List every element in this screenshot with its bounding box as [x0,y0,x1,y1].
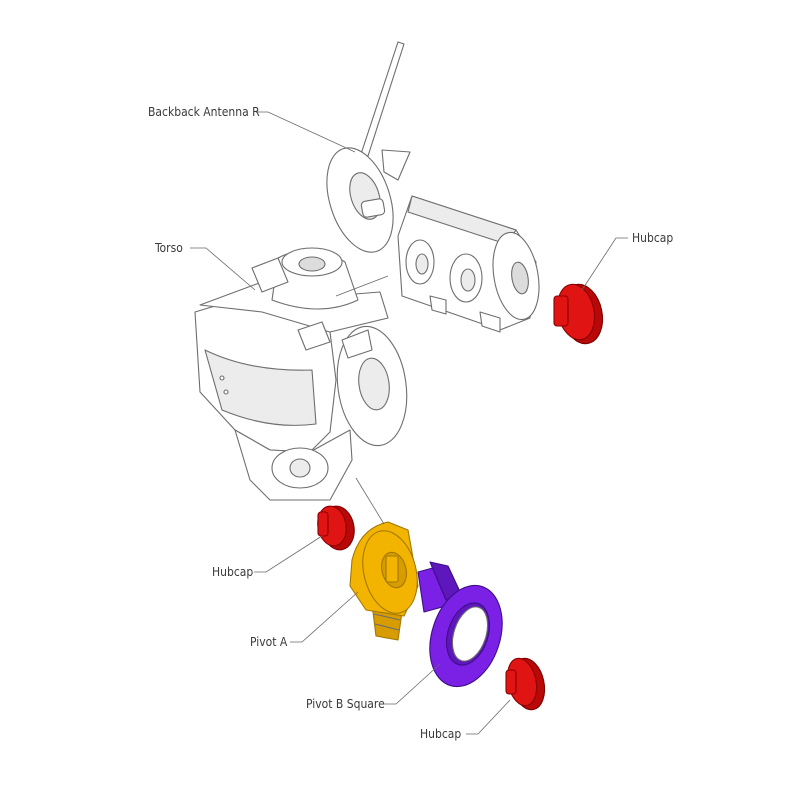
label-hubcap-left: Hubcap [212,565,253,579]
backpack-cylinder-part [397,195,540,333]
label-pivot-b-square: Pivot B Square [306,697,385,711]
label-hubcap-right: Hubcap [632,231,673,245]
label-backpack-antenna: Backback Antenna R [148,105,260,119]
hubcap-left-part [317,505,355,551]
backpack-antenna-part [326,41,411,253]
leader-lines [190,111,628,735]
hubcap-right-part [553,283,604,345]
label-pivot-a: Pivot A [250,635,288,649]
label-hubcap-bottom: Hubcap [420,727,461,741]
hubcap-bottom-part [505,657,546,711]
torso-part [194,247,408,501]
label-torso: Torso [154,241,183,255]
pivot-b-square-part [417,561,503,688]
pivot-a-part [349,521,419,641]
